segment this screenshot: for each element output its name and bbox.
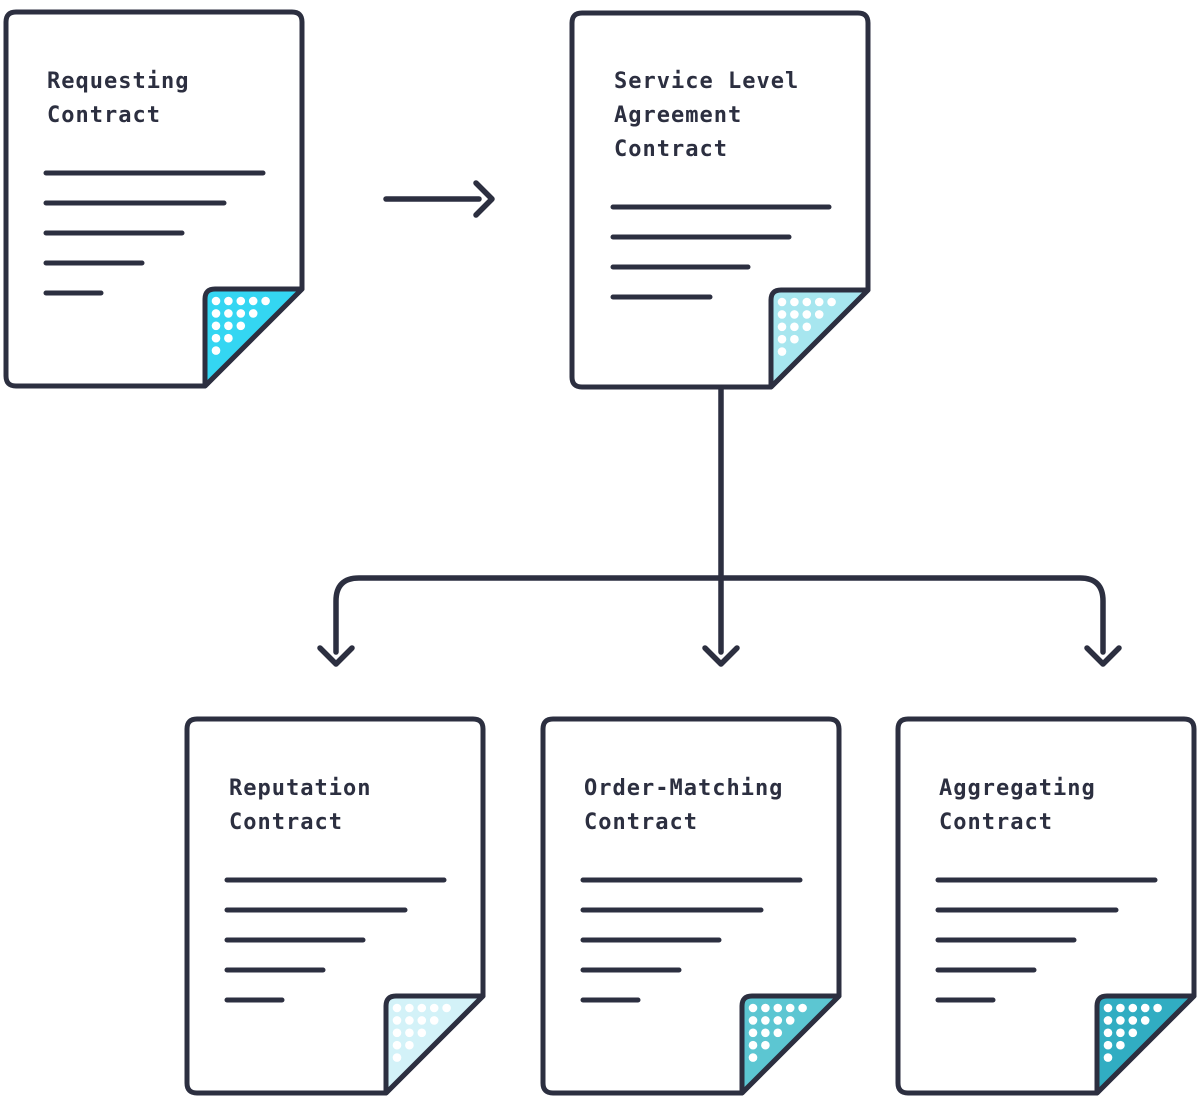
connector-branch-rail [333, 575, 1106, 655]
arrow-head-down-right-icon [1084, 645, 1122, 667]
document-requesting-contract-icon [6, 12, 302, 386]
document-order-matching-contract-icon [543, 719, 839, 1093]
arrow-head-down-left-icon [317, 645, 355, 667]
document-aggregating-contract-icon [898, 719, 1194, 1093]
arrow-head-right-icon [473, 180, 495, 218]
edge-requesting-to-sla-arrow-icon [383, 180, 495, 218]
arrow-head-down-center-icon [702, 645, 740, 667]
edge-sla-branch-arrows-icon [317, 385, 1122, 667]
document-service-level-agreement-contract-icon [572, 13, 868, 387]
document-reputation-contract-icon [187, 719, 483, 1093]
